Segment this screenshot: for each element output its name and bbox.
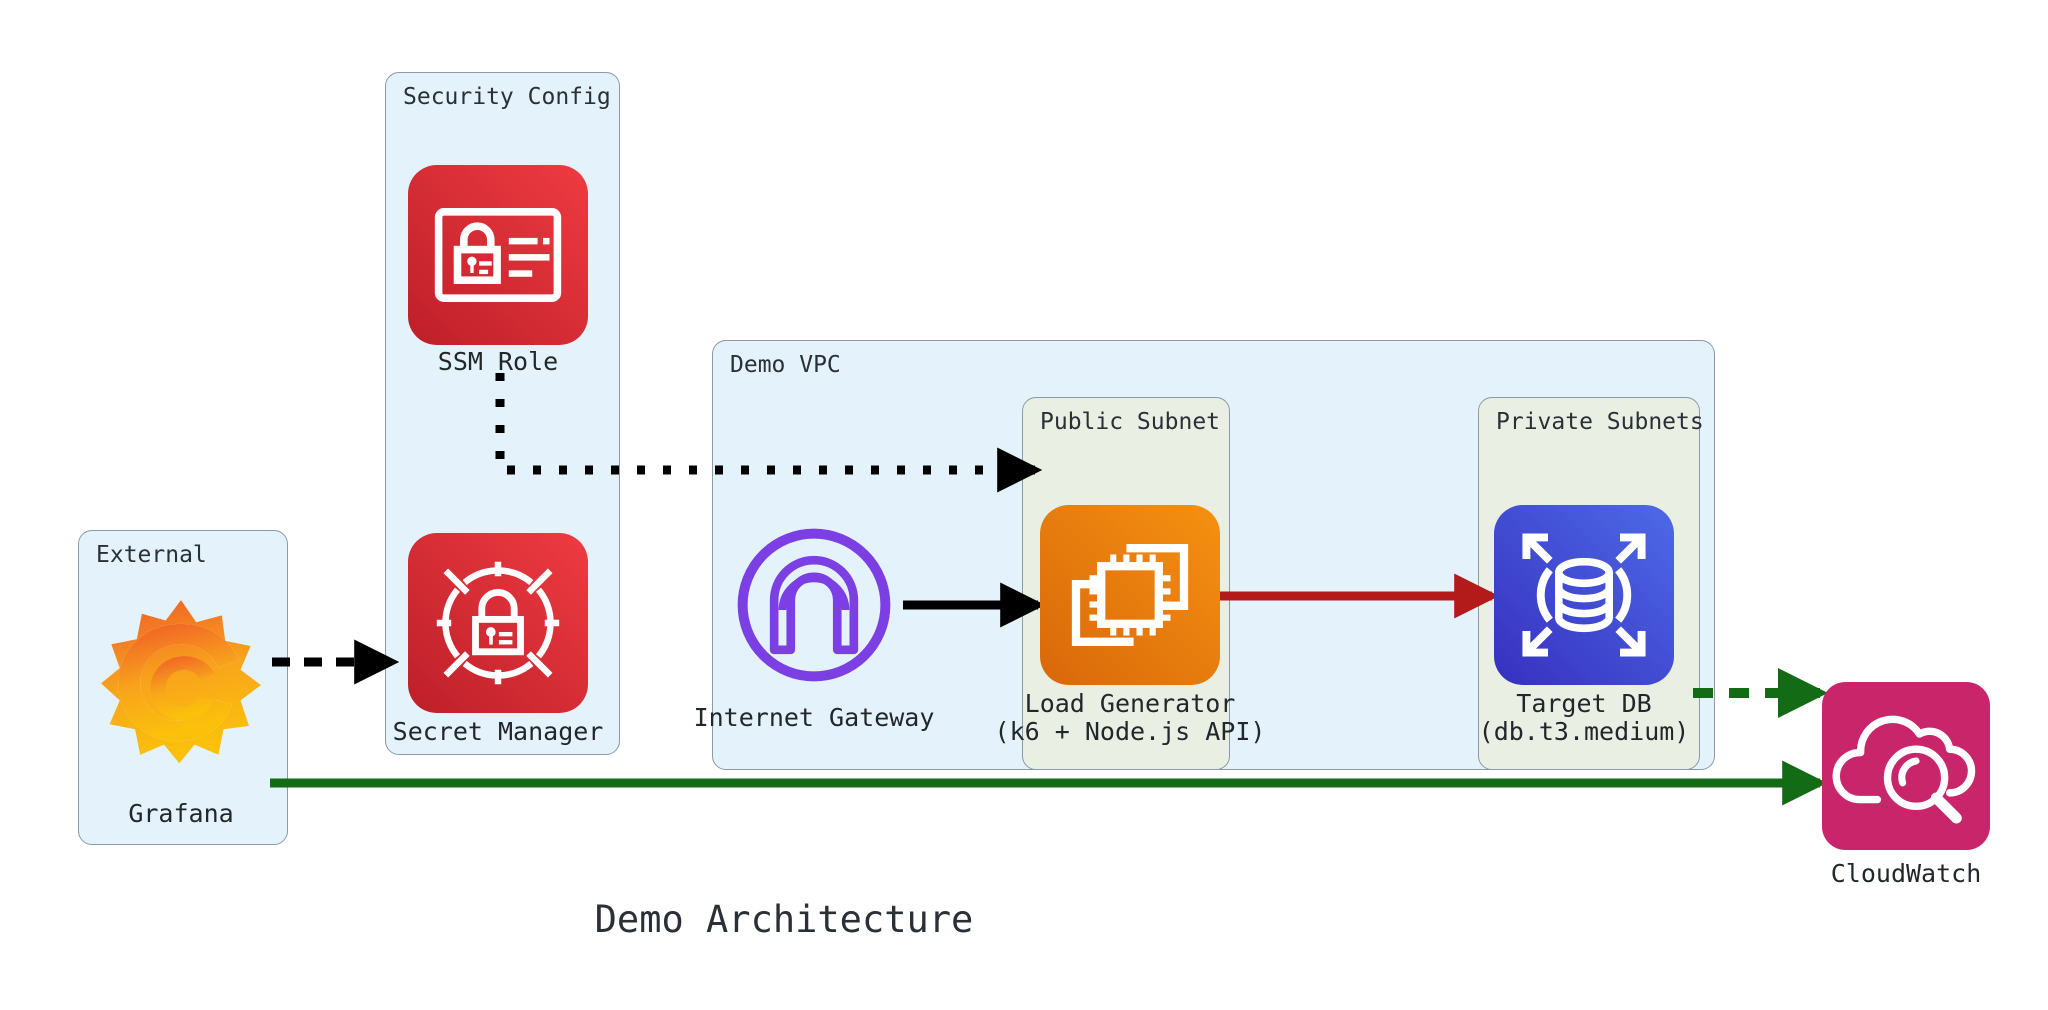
internet-gateway-label: Internet Gateway bbox=[693, 703, 935, 732]
aws-ec2-instance-icon bbox=[1040, 505, 1220, 685]
cluster-security-config-label: Security Config bbox=[403, 84, 611, 110]
load-generator-label: Load Generator (k6 + Node.js API) bbox=[994, 689, 1266, 746]
cluster-public-subnet-label: Public Subnet bbox=[1040, 409, 1221, 435]
aws-secrets-manager-icon bbox=[408, 533, 588, 713]
cloudwatch-label: CloudWatch bbox=[1830, 859, 1982, 888]
secret-manager-label: Secret Manager bbox=[392, 717, 604, 746]
cluster-private-subnets-label: Private Subnets bbox=[1496, 409, 1704, 435]
ssm-role-label: SSM Role bbox=[437, 347, 559, 376]
aws-internet-gateway-icon bbox=[731, 522, 897, 688]
cluster-external-label: External bbox=[96, 542, 207, 568]
cluster-demo-vpc-label: Demo VPC bbox=[730, 352, 841, 378]
grafana-logo-icon bbox=[96, 595, 266, 765]
target-db-label: Target DB (db.t3.medium) bbox=[1478, 689, 1690, 746]
aws-cloudwatch-icon bbox=[1822, 682, 1990, 850]
diagram-title: Demo Architecture bbox=[594, 898, 974, 941]
aws-rds-database-icon bbox=[1494, 505, 1674, 685]
aws-iam-role-icon bbox=[408, 165, 588, 345]
edge-ssm-role-to-public-subnet bbox=[495, 373, 1043, 493]
grafana-label: Grafana bbox=[128, 799, 234, 828]
